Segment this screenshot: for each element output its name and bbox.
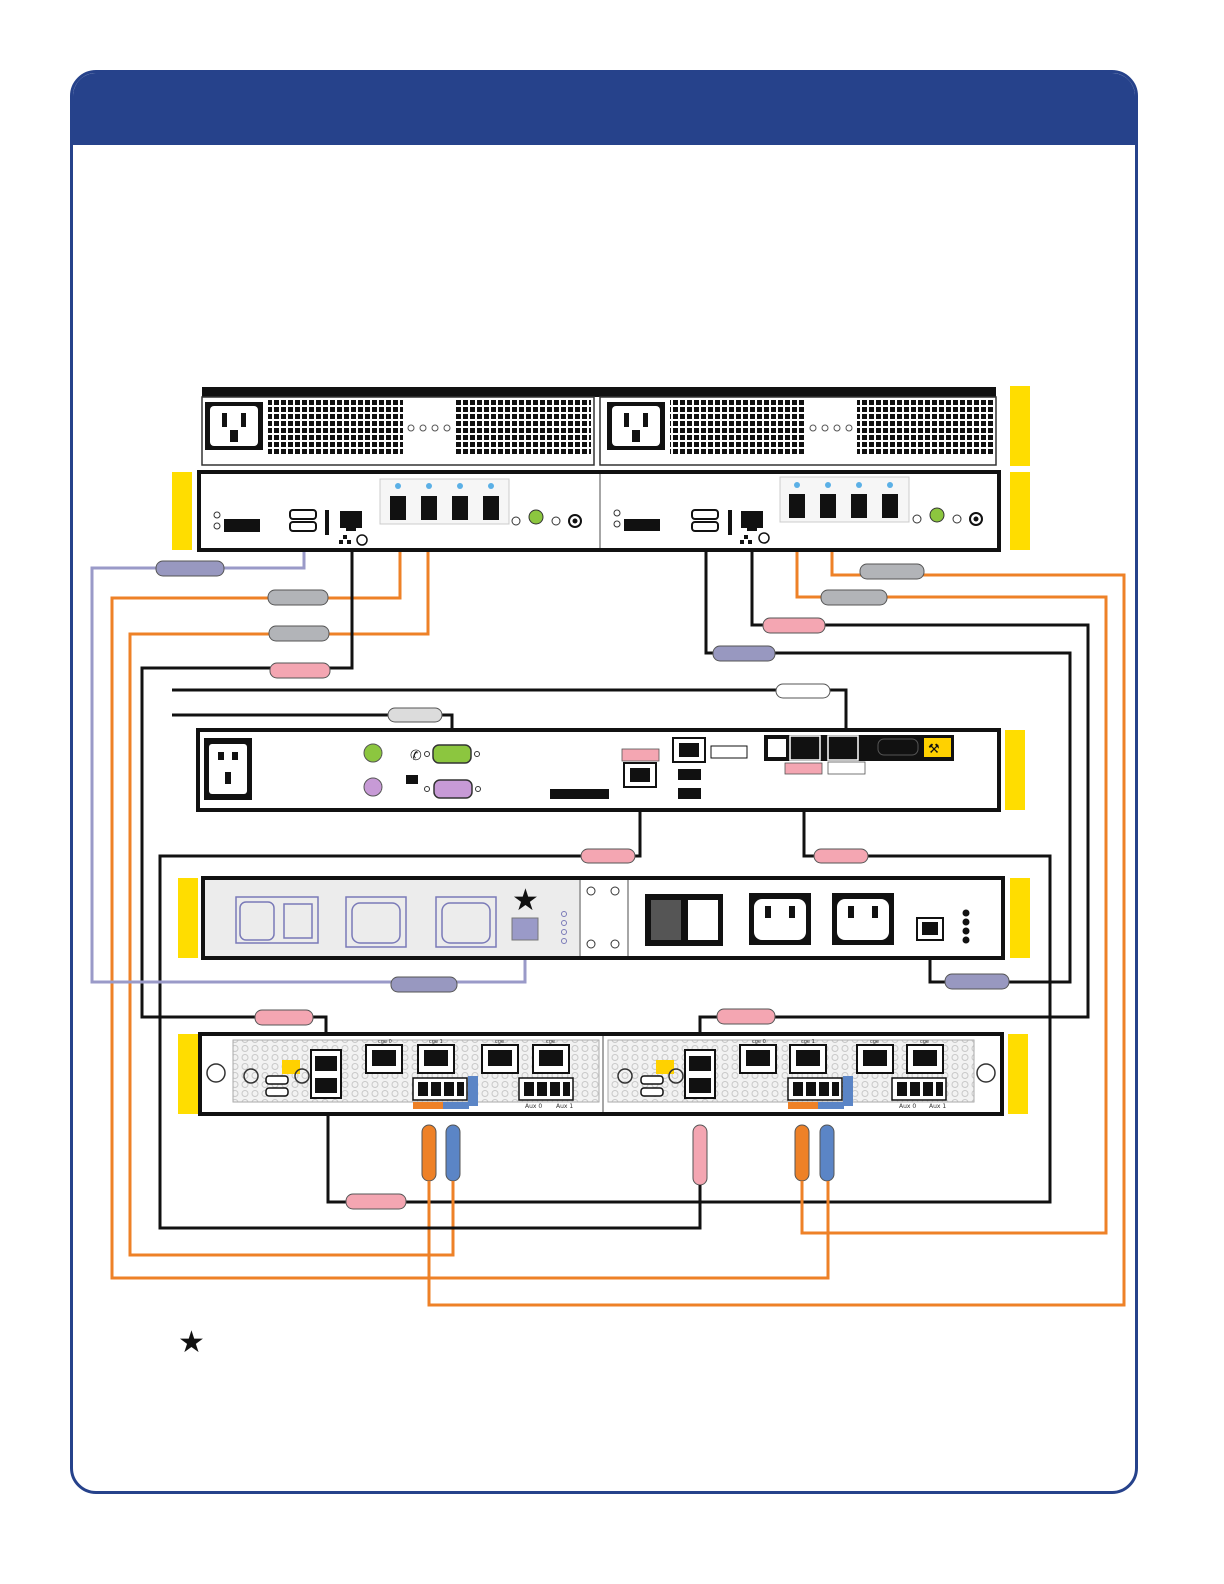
ethernet-tag bbox=[581, 849, 635, 863]
cge-label: cge 1 bbox=[801, 1039, 815, 1045]
power-inlet-icon bbox=[236, 897, 496, 947]
ethernet-port-icon bbox=[340, 511, 362, 531]
server-unit: ✆ ⚒ bbox=[198, 730, 1025, 810]
power-inlet-icon bbox=[749, 893, 811, 945]
power-inlet-icon bbox=[205, 402, 263, 450]
serial-tag bbox=[713, 646, 775, 661]
ethernet-tag bbox=[717, 1009, 775, 1024]
ethernet-port-icon bbox=[741, 511, 763, 531]
aux-label: Aux 0 bbox=[899, 1103, 916, 1110]
ethernet-tag bbox=[776, 684, 830, 698]
serial-tag bbox=[945, 974, 1009, 989]
ethernet-tag bbox=[814, 849, 868, 863]
storage-array bbox=[172, 386, 1030, 550]
cge-label: cge bbox=[870, 1039, 879, 1045]
ethernet-tag bbox=[828, 762, 865, 774]
fiber-connector bbox=[795, 1125, 809, 1181]
cge-label: cge 0 bbox=[752, 1039, 766, 1045]
controller-module-b: cge 0 cge 1 cge cge Aux 0 Aux 1 bbox=[608, 1039, 974, 1110]
ps2-keyboard-port bbox=[364, 744, 382, 762]
serial-tag bbox=[391, 977, 457, 992]
power-inlet-icon bbox=[607, 402, 665, 450]
ps2-mouse-port bbox=[364, 778, 382, 796]
ethernet-port-icon bbox=[673, 738, 705, 762]
controller-module-a: cge 0 cge 1 cge cge Aux 0 Aux 1 bbox=[233, 1039, 599, 1110]
yellow-tab bbox=[172, 472, 192, 550]
phone-icon: ✆ bbox=[410, 748, 422, 764]
serial-tag bbox=[156, 561, 224, 576]
yellow-tab bbox=[178, 1034, 198, 1114]
yellow-tab bbox=[1010, 472, 1030, 550]
ethernet-port-icon bbox=[917, 918, 943, 940]
power-inlet-icon bbox=[204, 738, 252, 800]
ethernet-port-icon bbox=[624, 763, 656, 787]
asterisk-icon: ★ bbox=[512, 883, 539, 918]
aux-label: Aux 1 bbox=[556, 1103, 573, 1110]
yellow-tab bbox=[1010, 386, 1030, 466]
aux-label: Aux 1 bbox=[929, 1103, 946, 1110]
ethernet-tag bbox=[255, 1010, 313, 1025]
ethernet-tag bbox=[622, 749, 659, 761]
ethernet-port-icon bbox=[828, 736, 858, 760]
ethernet-connector bbox=[693, 1125, 707, 1185]
fiber-tag bbox=[821, 590, 887, 605]
ethernet-port-icon bbox=[512, 918, 538, 940]
fiber-connector bbox=[422, 1125, 436, 1181]
wrench-icon: ⚒ bbox=[928, 742, 940, 757]
fiber-tag bbox=[860, 564, 924, 579]
yellow-tab bbox=[1010, 878, 1030, 958]
power-inlet-icon bbox=[645, 894, 723, 946]
yellow-tab bbox=[1005, 730, 1025, 810]
cge-label: cge 1 bbox=[429, 1039, 443, 1045]
ethernet-tag bbox=[763, 618, 825, 633]
fiber-tag bbox=[268, 590, 328, 605]
cge-label: cge bbox=[495, 1039, 504, 1045]
power-distribution-unit: ★ bbox=[178, 878, 1030, 958]
ethernet-tag bbox=[785, 763, 822, 774]
cge-label: cge 0 bbox=[378, 1039, 392, 1045]
cable-connectors bbox=[422, 1125, 834, 1212]
ethernet-port-icon bbox=[790, 736, 820, 760]
power-inlet-icon bbox=[832, 893, 894, 945]
ethernet-tag bbox=[270, 663, 330, 678]
cge-label: cge bbox=[546, 1039, 555, 1045]
ethernet-tag bbox=[346, 1194, 406, 1209]
asterisk-icon: ★ bbox=[178, 1325, 205, 1360]
fiber-tag bbox=[269, 626, 329, 641]
phone-tag bbox=[388, 708, 442, 722]
yellow-tab bbox=[1008, 1034, 1028, 1114]
fiber-connector bbox=[820, 1125, 834, 1181]
network-controller-pair: cge 0 cge 1 cge cge Aux 0 Aux 1 bbox=[178, 1034, 1028, 1114]
aux-label: Aux 0 bbox=[525, 1103, 542, 1110]
yellow-tab bbox=[178, 878, 198, 958]
monitor-icon bbox=[406, 775, 418, 784]
fiber-connector bbox=[446, 1125, 460, 1181]
cge-label: cge bbox=[920, 1039, 929, 1045]
